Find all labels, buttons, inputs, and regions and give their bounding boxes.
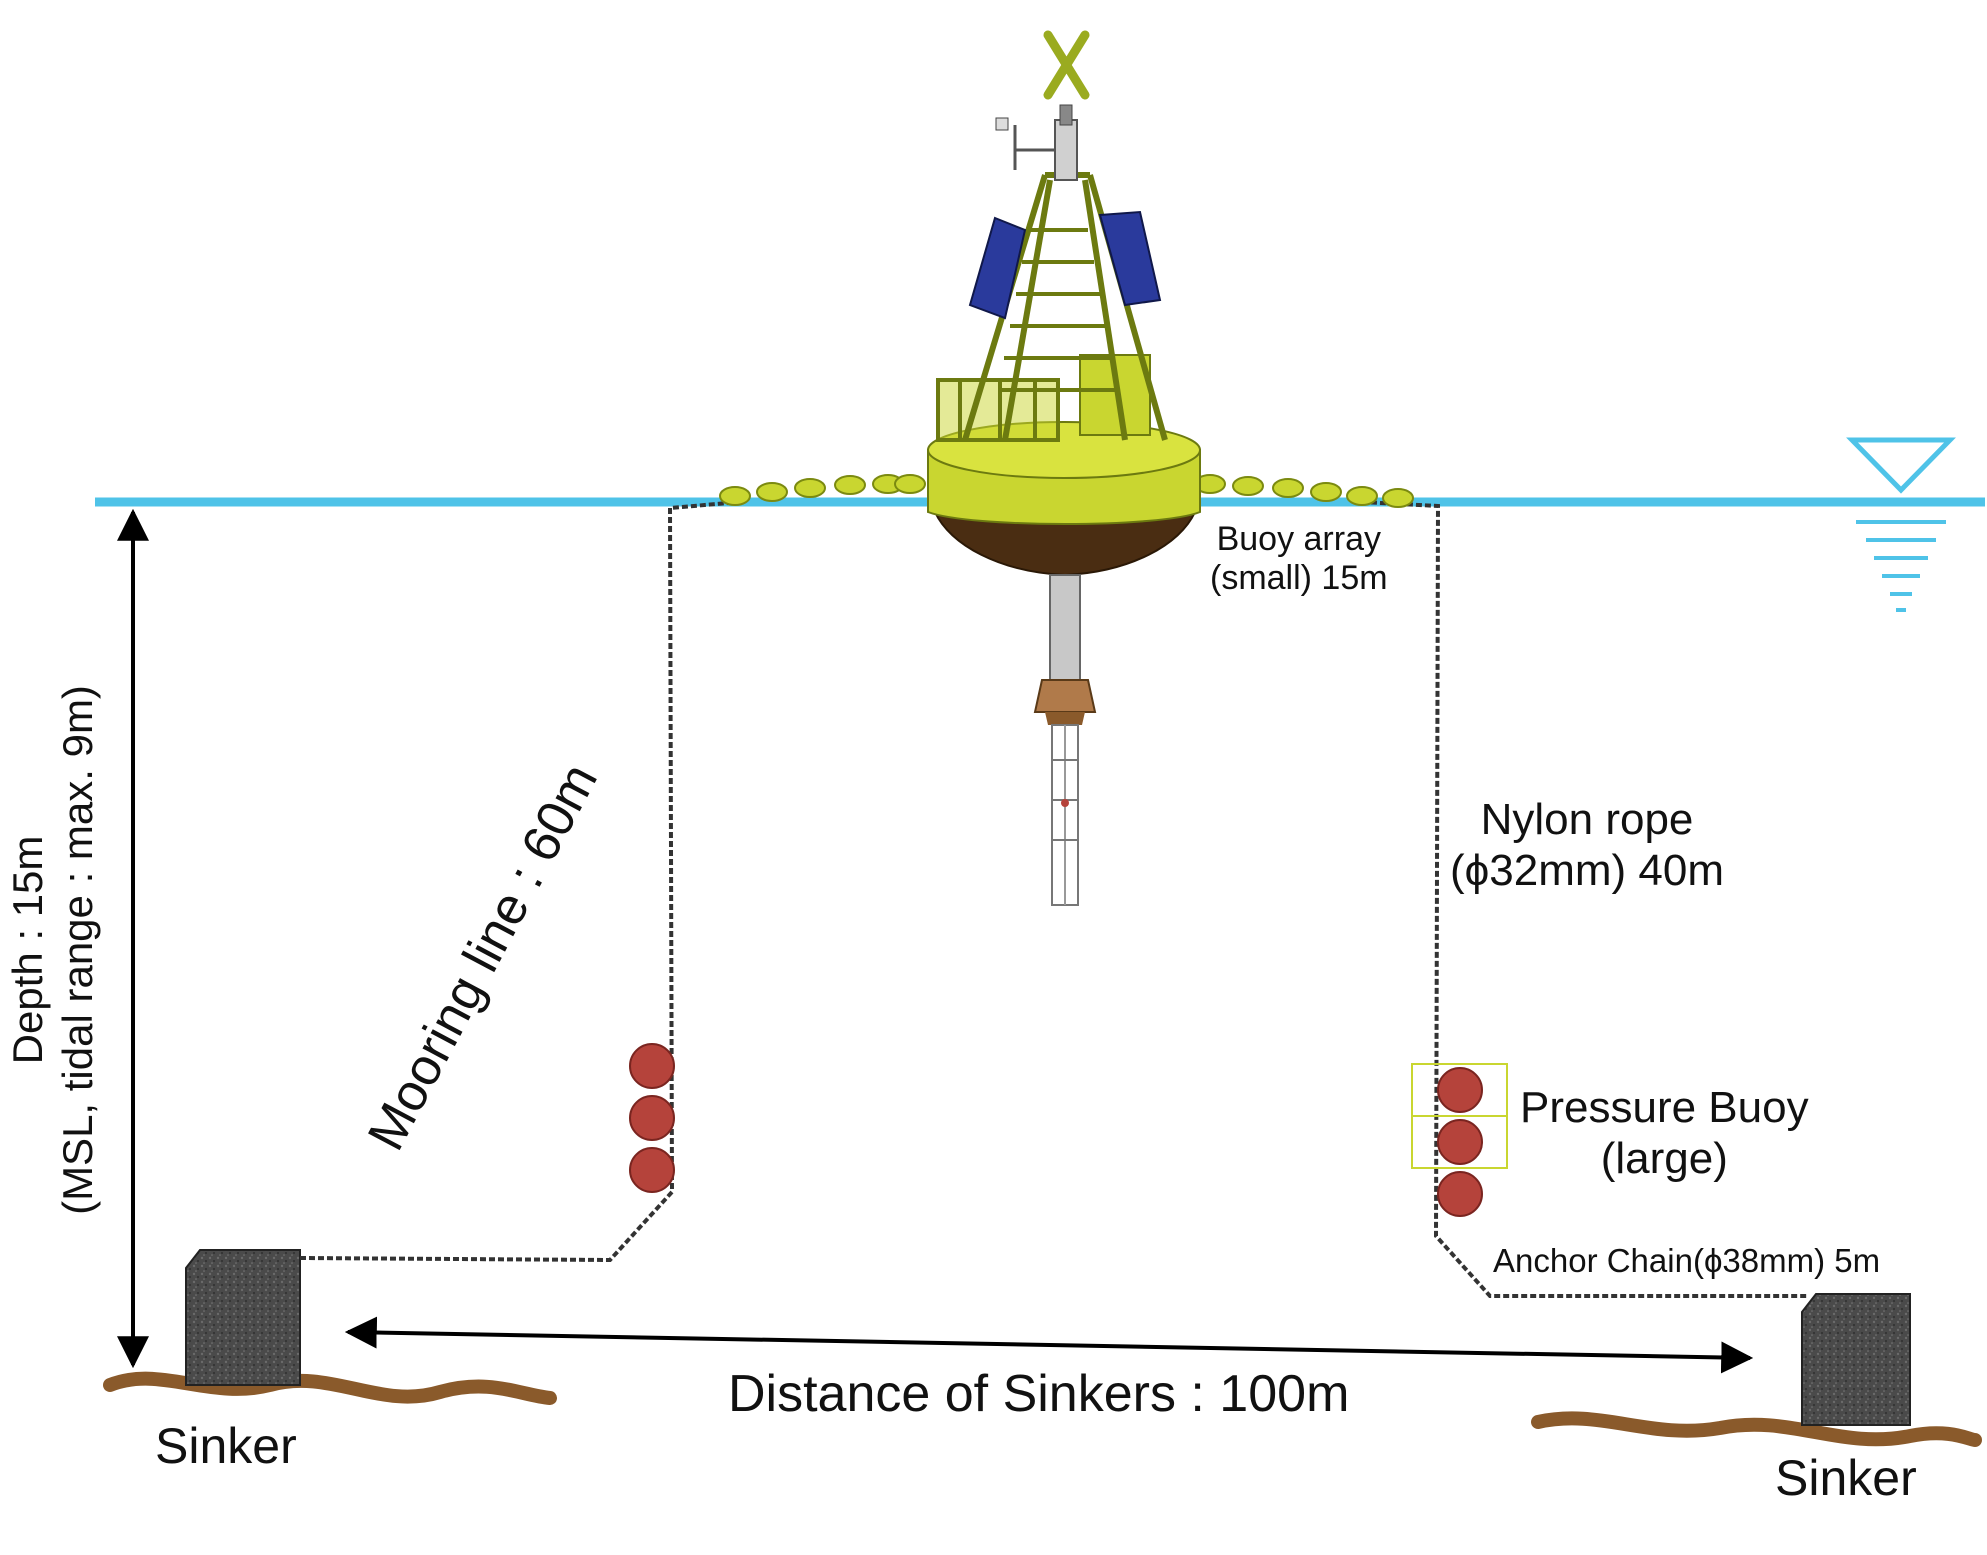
pressure-buoys-right	[1411, 1063, 1508, 1217]
nylon-rope-label-line2: (ϕ32mm) 40m	[1450, 845, 1725, 895]
buoy-array-label: Buoy array (small) 15m	[1210, 520, 1388, 598]
main-buoy	[927, 30, 1201, 906]
depth-label-line2: (MSL, tidal range : max. 9m)	[54, 685, 101, 1215]
pressure-buoys-left	[629, 1043, 675, 1193]
pressure-buoy-label-line1: Pressure Buoy	[1520, 1083, 1809, 1132]
seabed-left	[103, 1371, 557, 1405]
sinker-right-label: Sinker	[1775, 1450, 1917, 1506]
mooring-line-label: Mooring line : 60m	[357, 755, 609, 1160]
sinker-left-block	[185, 1249, 301, 1386]
pressure-buoy-label: Pressure Buoy (large)	[1520, 1083, 1809, 1184]
mooring-line-left	[299, 500, 741, 1263]
buoy-array-label-line1: Buoy array	[1216, 520, 1381, 558]
sinker-right-block	[1801, 1293, 1911, 1426]
distance-label: Distance of Sinkers : 100m	[728, 1365, 1350, 1423]
sinker-left-label: Sinker	[155, 1418, 297, 1474]
anchor-chain-label: Anchor Chain(ϕ38mm) 5m	[1493, 1242, 1881, 1279]
water-level-icon	[1846, 437, 1956, 612]
distance-arrow	[344, 1316, 1754, 1374]
radar-reflector-icon	[1043, 30, 1090, 100]
pressure-buoy-label-line2: (large)	[1600, 1133, 1728, 1183]
mooring-line-right	[1361, 500, 1808, 1298]
buoy-array-label-line2: (small) 15m	[1210, 559, 1388, 598]
nylon-rope-label-line1: Nylon rope	[1480, 795, 1694, 844]
seabed-right	[1531, 1411, 1982, 1447]
small-buoy-array-right	[1194, 474, 1414, 508]
small-buoy-array-left	[719, 474, 926, 506]
nylon-rope-label: Nylon rope (ϕ32mm) 40m	[1450, 795, 1724, 896]
depth-label-line1: Depth : 15m	[4, 836, 51, 1065]
